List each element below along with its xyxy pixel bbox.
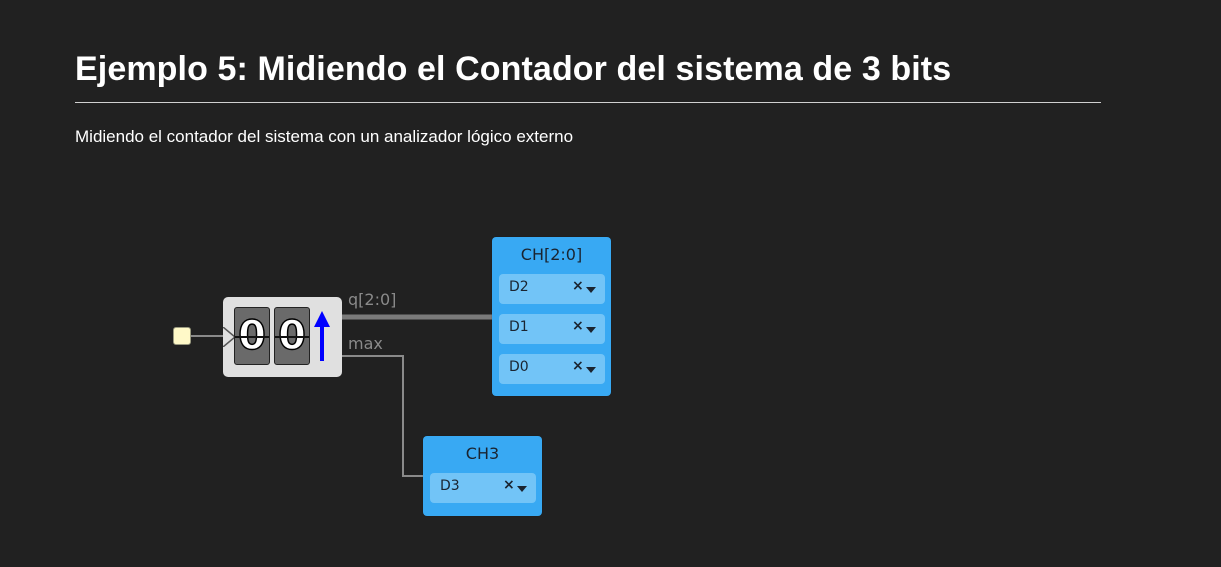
close-icon[interactable]: ×: [572, 318, 584, 334]
page-title: Ejemplo 5: Midiendo el Contador del sist…: [75, 50, 952, 88]
channel-d0[interactable]: D0 ×: [499, 354, 605, 384]
close-icon[interactable]: ×: [503, 477, 515, 493]
channel-label: D2: [509, 279, 529, 295]
system-counter[interactable]: 0 0: [223, 297, 342, 377]
counter-digit: 0: [234, 307, 270, 365]
max-label: max: [348, 334, 383, 353]
channel-d1[interactable]: D1 ×: [499, 314, 605, 344]
chevron-down-icon[interactable]: [586, 287, 596, 293]
wire-max: [342, 355, 423, 477]
title-divider: [75, 102, 1101, 103]
chevron-down-icon[interactable]: [517, 486, 527, 492]
q-bus-label: q[2:0]: [348, 290, 397, 309]
block-title: CH3: [465, 444, 500, 463]
up-arrow-icon: [314, 311, 330, 361]
analyzer-block-ch3[interactable]: CH3 D3 ×: [423, 436, 542, 516]
chevron-down-icon[interactable]: [586, 327, 596, 333]
channel-label: D1: [509, 319, 529, 335]
chevron-down-icon[interactable]: [586, 367, 596, 373]
counter-digit: 0: [274, 307, 310, 365]
close-icon[interactable]: ×: [572, 358, 584, 374]
channel-label: D0: [509, 359, 529, 375]
block-title: CH[2:0]: [520, 245, 583, 264]
channel-d3[interactable]: D3 ×: [430, 473, 536, 503]
channel-label: D3: [440, 478, 460, 494]
clock-input-switch[interactable]: [173, 327, 191, 345]
channel-d2[interactable]: D2 ×: [499, 274, 605, 304]
close-icon[interactable]: ×: [572, 278, 584, 294]
analyzer-block-ch2-0[interactable]: CH[2:0] D2 × D1 × D0 ×: [492, 237, 611, 396]
page-subtitle: Midiendo el contador del sistema con un …: [75, 127, 574, 146]
